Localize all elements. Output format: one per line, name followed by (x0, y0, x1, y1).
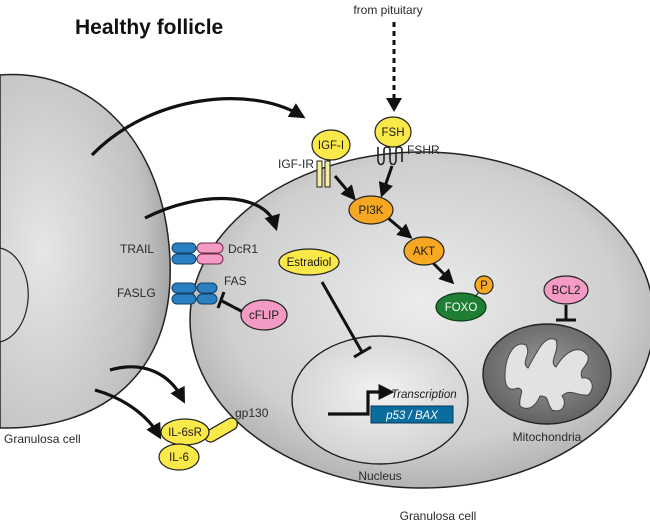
faslg-receptor-top (171, 282, 197, 294)
fas-receptor-bottom (196, 293, 218, 305)
left-granulosa-cell (0, 73, 171, 429)
il6-label: IL-6 (169, 452, 189, 464)
transcription-label: Transcription (391, 389, 457, 401)
igf1r-label: IGF-IR (278, 157, 314, 171)
pi3k-molecule (348, 195, 394, 225)
estradiol-molecule (278, 248, 340, 276)
diagram-title: Healthy follicle (75, 16, 223, 39)
foxo-molecule (435, 292, 487, 322)
arrow-left-to-il6sr (109, 365, 185, 404)
fas-label: FAS (224, 274, 247, 288)
faslg-label: FASLG (117, 286, 156, 300)
faslg-receptor-bottom (171, 293, 197, 305)
il6-molecule (158, 443, 200, 471)
fshr-label: FSHR (407, 143, 440, 157)
mitochondria (482, 323, 612, 425)
arrow-igf1r-pi3k (333, 175, 356, 201)
igf1-label: IGF-I (318, 140, 344, 152)
cflip-inhibition-bar (216, 291, 226, 309)
estradiol-label: Estradiol (287, 257, 332, 269)
arrow-fshr-pi3k (378, 165, 394, 198)
dcr1-label: DcR1 (228, 242, 258, 256)
left-cell-nucleus (0, 247, 29, 343)
estradiol-inhibition-line (320, 281, 364, 353)
pi3k-label: PI3K (359, 205, 384, 217)
phosphate-label: P (480, 280, 488, 292)
mitochondria-label: Mitochondria (513, 430, 582, 444)
gene-label: p53 / BAX (385, 410, 439, 422)
foxo-label: FOXO (445, 302, 478, 314)
arrow-left-to-estradiol (144, 196, 280, 232)
bcl2-molecule (543, 275, 589, 305)
gp130-label: gp130 (235, 406, 269, 420)
pituitary-arrowhead (386, 98, 402, 112)
fsh-molecule (374, 116, 412, 148)
arrow-left-to-il6 (94, 388, 162, 440)
igf1-molecule (311, 129, 351, 161)
il6sr-label: IL-6sR (168, 427, 202, 439)
gene-box (370, 405, 454, 424)
nucleus-label: Nucleus (358, 469, 401, 483)
left-cell-label: Granulosa cell (4, 432, 81, 446)
fsh-label: FSH (382, 127, 405, 139)
cflip-label: cFLIP (249, 310, 279, 322)
fshr-receptor (377, 146, 403, 166)
transcription-start-arrow (328, 384, 395, 416)
arrow-akt-foxo (430, 260, 455, 285)
trail-receptor-top (171, 242, 197, 254)
igf1r-receptor-right (324, 160, 331, 188)
nucleus (291, 335, 469, 465)
akt-molecule (403, 236, 445, 266)
cflip-molecule (240, 299, 288, 331)
bcl2-label: BCL2 (552, 285, 581, 297)
dcr1-receptor-bottom (196, 253, 224, 265)
trail-receptor-bottom (171, 253, 197, 265)
right-cell-label: Granulosa cell (400, 509, 477, 523)
trail-label: TRAIL (120, 242, 154, 256)
dcr1-receptor-top (196, 242, 224, 254)
source-label: from pituitary (353, 3, 422, 17)
phosphate-group (474, 275, 494, 295)
arrow-pi3k-akt (387, 216, 413, 239)
igf1r-receptor-left (316, 160, 323, 188)
phosphate-link (474, 291, 480, 298)
fas-receptor-top (196, 282, 218, 294)
cflip-inhibition-line (221, 299, 244, 314)
estradiol-inhibition-bar (353, 345, 372, 359)
arrow-left-to-igf1 (90, 97, 306, 157)
akt-label: AKT (413, 246, 435, 258)
